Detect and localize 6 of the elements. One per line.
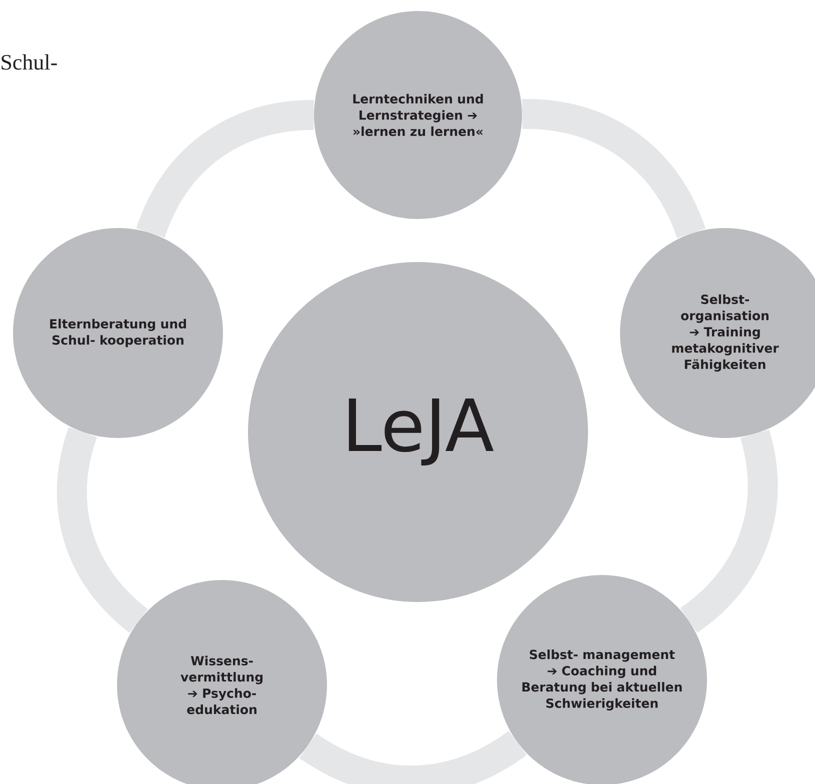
- cut-off-text: Schul-: [2, 54, 57, 70]
- ring-segment: [300, 730, 526, 784]
- ring-segment: [680, 430, 778, 632]
- ring-segment: [136, 100, 314, 238]
- ring-segment: [57, 428, 148, 632]
- ring-segment: [522, 98, 706, 239]
